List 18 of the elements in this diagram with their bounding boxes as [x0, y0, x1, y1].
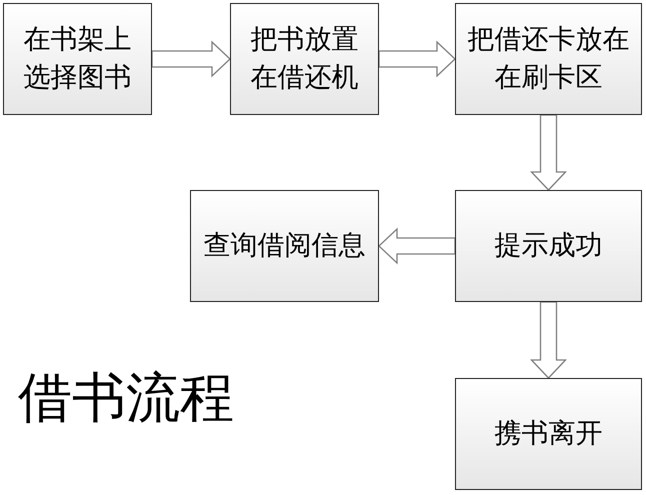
- process-box: [230, 3, 379, 115]
- box-text: 查询借阅信息: [204, 229, 366, 263]
- box-text: 把书放置在借还机: [250, 23, 360, 95]
- box-text: 携书离开: [494, 417, 602, 451]
- box-text: 把借还卡放在在刷卡区: [466, 23, 630, 95]
- process-box: [3, 3, 152, 115]
- process-box: [455, 3, 642, 115]
- block-arrow: [378, 228, 456, 264]
- block-arrow: [151, 40, 231, 78]
- block-arrow: [530, 114, 567, 191]
- process-box: [455, 378, 642, 490]
- title: 借书流程: [18, 365, 234, 431]
- box-text: 提示成功: [494, 229, 602, 263]
- block-arrow: [378, 40, 456, 78]
- process-box: [455, 190, 642, 302]
- process-box: [190, 190, 379, 302]
- box-text: 在书架上选择图书: [22, 23, 132, 95]
- block-arrow: [530, 301, 567, 379]
